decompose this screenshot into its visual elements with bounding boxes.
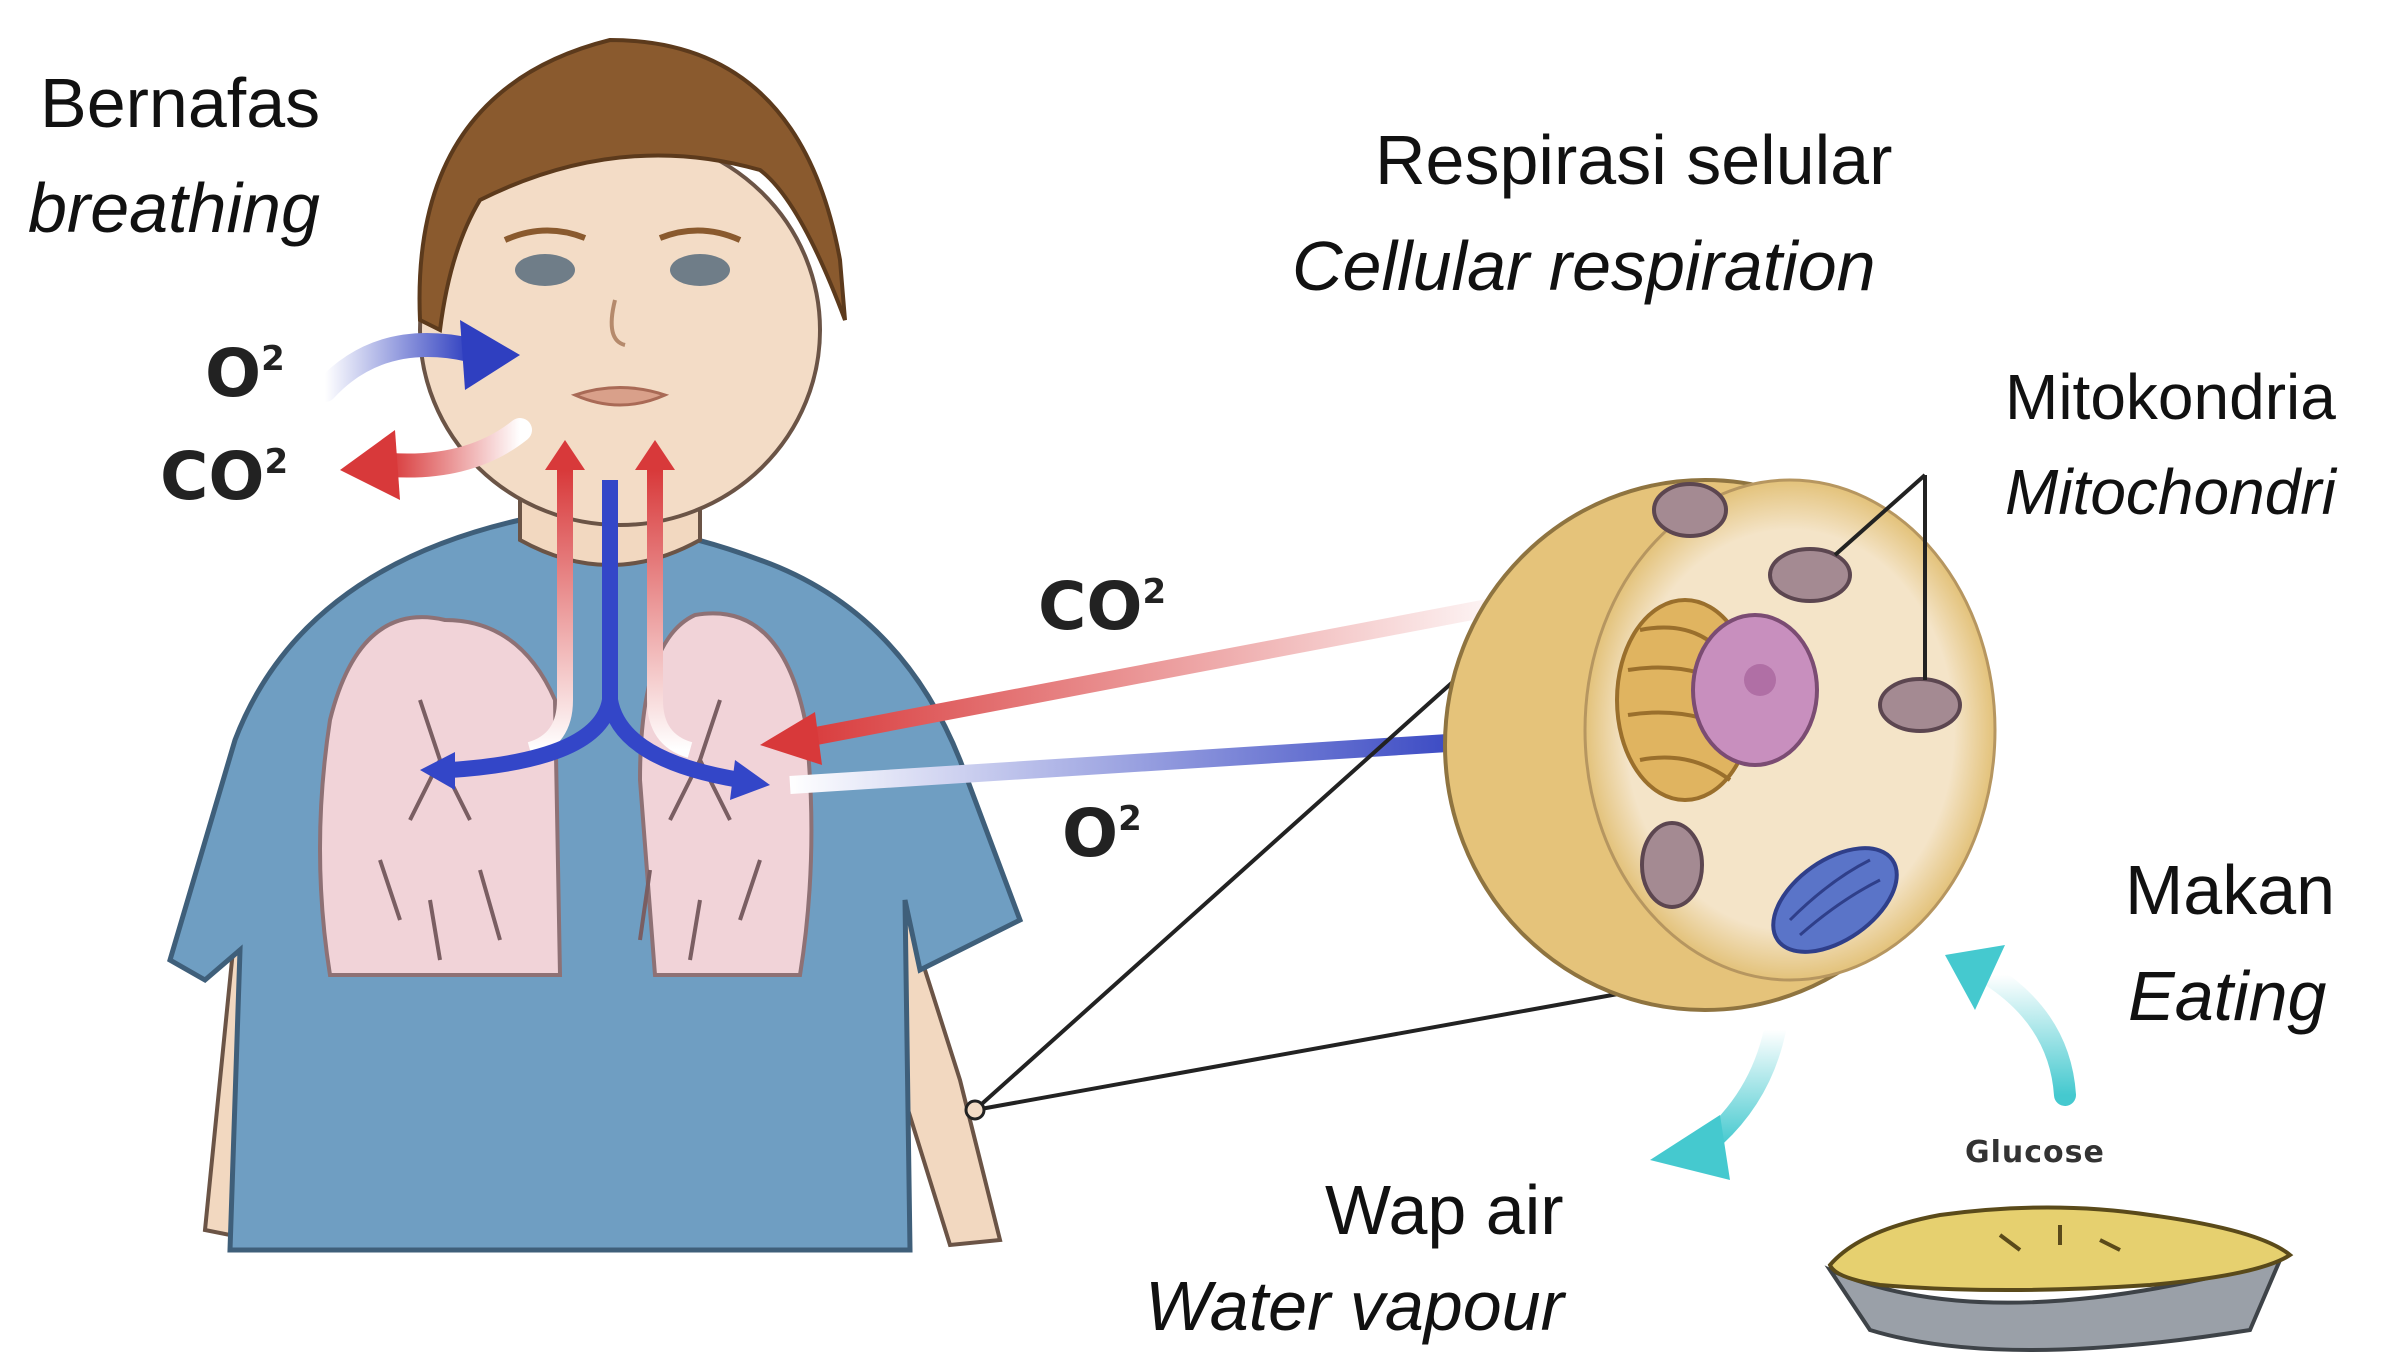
mouth-co2-label: CO2 <box>160 438 288 515</box>
mitochondrion-1 <box>1654 484 1726 536</box>
cell-o2-sup: 2 <box>1118 799 1142 839</box>
zoom-origin <box>966 1101 984 1119</box>
left-lung <box>320 617 560 975</box>
glucose-pie <box>1830 1208 2290 1351</box>
mitochondria-label-malay: Mitokondria <box>2005 360 2336 434</box>
right-eye <box>670 254 730 286</box>
water-vapour-arrow-head <box>1650 1115 1730 1180</box>
cellular-respiration-label-malay: Respirasi selular <box>1375 120 1892 200</box>
cell-o2-text: O <box>1062 795 1118 872</box>
mitochondrion-2 <box>1770 549 1850 601</box>
water-vapour-label-english: Water vapour <box>1145 1266 1564 1346</box>
mitochondrion-4 <box>1642 823 1702 907</box>
right-lung <box>640 613 811 975</box>
mouth-co2-outflow-head <box>340 430 400 500</box>
breathing-label-malay: Bernafas <box>40 63 320 143</box>
cellular-respiration-label-english: Cellular respiration <box>1292 226 1876 306</box>
cell-o2-label: O2 <box>1062 795 1142 872</box>
breathing-label-english: breathing <box>28 168 320 248</box>
mouth-o2-label: O2 <box>205 335 285 412</box>
mouth-co2-text: CO <box>160 438 265 515</box>
glucose-label: Glucose <box>1965 1135 2105 1170</box>
mitochondria-label-english: Mitochondri <box>2005 455 2336 529</box>
water-vapour-label-malay: Wap air <box>1325 1170 1564 1250</box>
cell-co2-label: CO2 <box>1038 568 1166 645</box>
cell-co2-sup: 2 <box>1143 572 1167 612</box>
cell-co2-text: CO <box>1038 568 1143 645</box>
left-eye <box>515 254 575 286</box>
mouth-o2-text: O <box>205 335 261 412</box>
mouth-o2-sup: 2 <box>261 339 285 379</box>
pie-crust <box>1830 1208 2290 1291</box>
cell-cross-section <box>1445 475 1995 1010</box>
eating-label-english: Eating <box>2128 956 2326 1036</box>
mouth-co2-sup: 2 <box>265 442 289 482</box>
eating-arrow-shaft <box>1990 975 2065 1095</box>
eating-label-malay: Makan <box>2125 850 2335 930</box>
nucleolus <box>1744 664 1776 696</box>
shirt <box>170 520 1020 1251</box>
mitochondrion-3 <box>1880 679 1960 731</box>
